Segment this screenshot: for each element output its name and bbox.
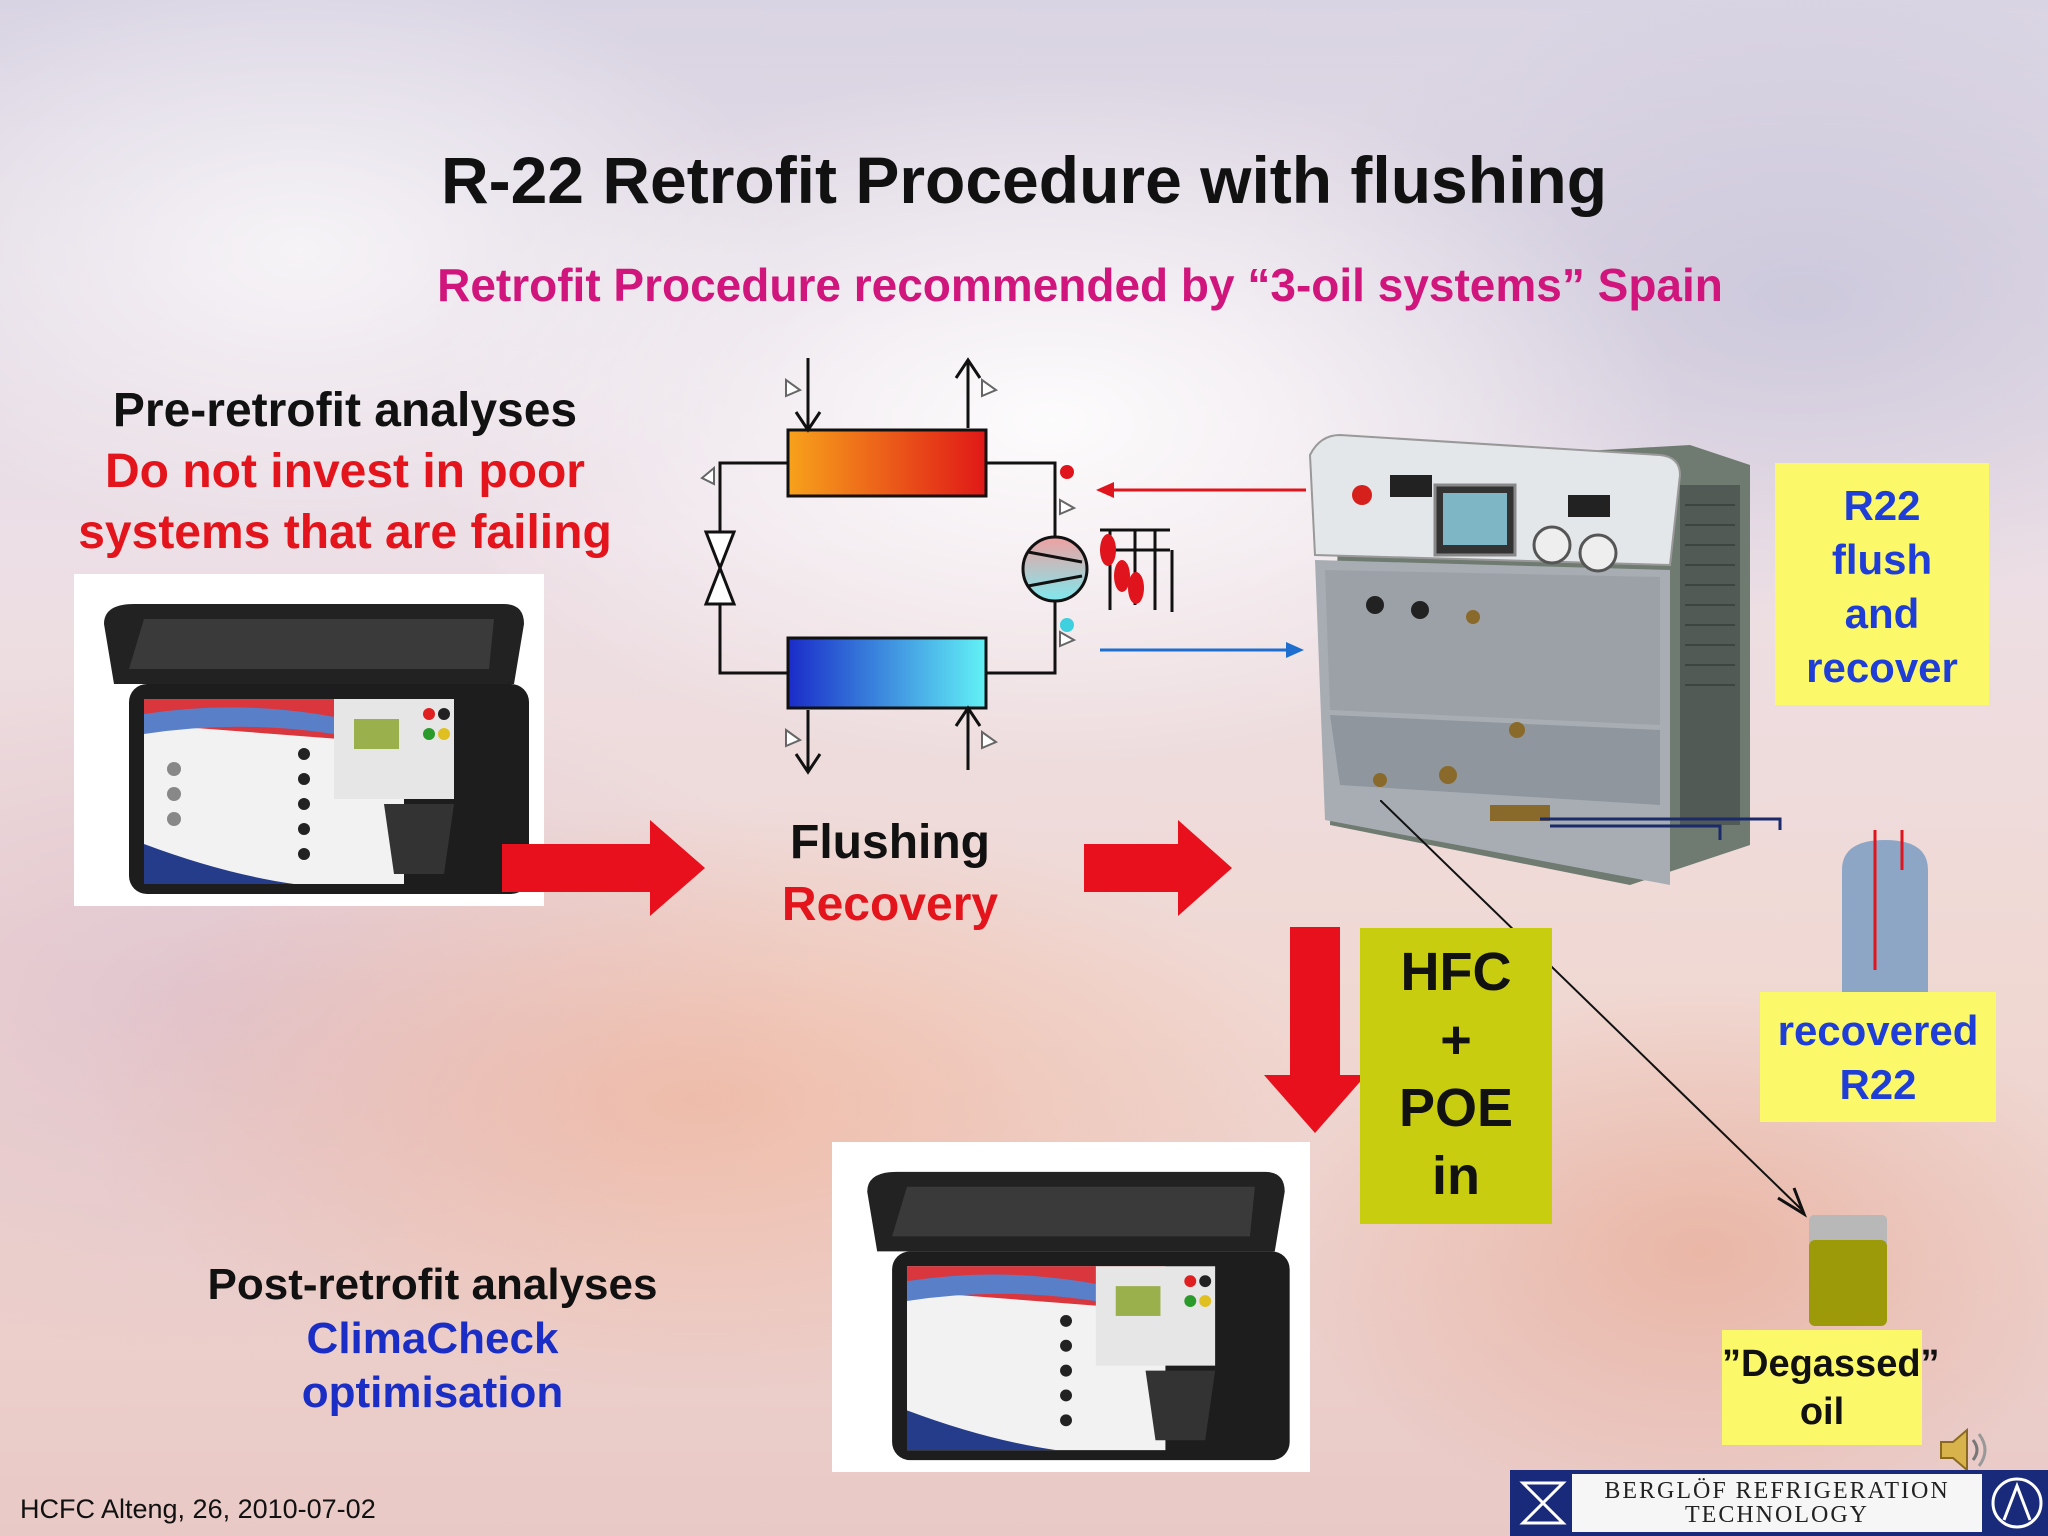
post-retrofit-line2: optimisation xyxy=(301,1368,564,1417)
hfc-line3: POE xyxy=(1398,1078,1514,1138)
expansion-valve xyxy=(703,530,737,606)
recovered-r22-box: recovered R22 xyxy=(1760,992,1996,1122)
footer-text: HCFC Alteng, 26, 2010-07-02 xyxy=(20,1494,376,1524)
flush-recover-box: R22 flush and recover xyxy=(1775,463,1989,705)
pre-retrofit-line2: systems that are failing xyxy=(78,506,612,559)
analyser-case-image-2 xyxy=(832,1142,1310,1472)
company-logo: BERGLÖF REFRIGERATION TECHNOLOGY xyxy=(1510,1470,2048,1536)
flush-line3: and xyxy=(1844,590,1920,637)
arrow-right-1 xyxy=(502,820,705,916)
connection-lines xyxy=(1380,800,1807,1218)
analyser-case-image xyxy=(74,574,544,906)
slide-subtitle: Retrofit Procedure recommended by “3-oil… xyxy=(437,259,1723,311)
flow-lines xyxy=(1096,482,1306,658)
flushing-recovery-text: Flushing Recovery xyxy=(760,812,1020,936)
post-retrofit-heading: Post-retrofit analyses xyxy=(207,1260,658,1309)
recovery-machine xyxy=(1308,433,1750,885)
pre-retrofit-line1: Do not invest in poor xyxy=(105,445,585,498)
post-retrofit-text: Post-retrofit analyses ClimaCheck optimi… xyxy=(160,1258,705,1420)
hfc-poe-box: HFC + POE in xyxy=(1360,928,1552,1224)
speaker-icon[interactable] xyxy=(1935,1425,1995,1475)
logo-text: BERGLÖF REFRIGERATION TECHNOLOGY xyxy=(1572,1474,1982,1532)
hfc-line2: + xyxy=(1440,1010,1472,1070)
analyser-case-drawing xyxy=(104,604,529,894)
hfc-line4: in xyxy=(1432,1146,1480,1206)
arrow-right-2 xyxy=(1084,820,1232,916)
flushing-label: Flushing xyxy=(790,816,990,869)
compressor xyxy=(1021,535,1089,603)
logo-emblem-icon xyxy=(1991,1477,2043,1529)
oil-jar xyxy=(1809,1215,1887,1326)
degassed-line2: oil xyxy=(1799,1391,1845,1433)
degassed-oil-box: ”Degassed” oil xyxy=(1722,1330,1940,1445)
recovered-line1: recovered xyxy=(1777,1007,1979,1054)
logo-hourglass-icon xyxy=(1519,1481,1567,1525)
flush-line1: R22 xyxy=(1843,482,1921,529)
degassed-line1: ”Degassed” xyxy=(1722,1343,1940,1385)
flush-line4: recover xyxy=(1806,644,1958,691)
arrow-down xyxy=(1264,927,1366,1133)
flush-line2: flush xyxy=(1831,536,1933,583)
recovered-line2: R22 xyxy=(1839,1061,1917,1108)
r22-cylinder xyxy=(1842,830,1928,1000)
post-retrofit-line1: ClimaCheck xyxy=(306,1314,559,1363)
hfc-line1: HFC xyxy=(1400,942,1512,1002)
pre-retrofit-text: Pre-retrofit analyses Do not invest in p… xyxy=(30,380,660,563)
evaporator xyxy=(786,636,988,710)
condenser xyxy=(786,428,988,498)
pre-retrofit-heading: Pre-retrofit analyses xyxy=(112,384,578,437)
slide-title: R-22 Retrofit Procedure with flushing xyxy=(440,143,1608,217)
refrigeration-cycle-diagram xyxy=(700,357,1174,775)
recovery-label: Recovery xyxy=(781,878,999,931)
oil-valves xyxy=(1100,528,1174,612)
analyser-case-drawing-2 xyxy=(867,1171,1290,1461)
